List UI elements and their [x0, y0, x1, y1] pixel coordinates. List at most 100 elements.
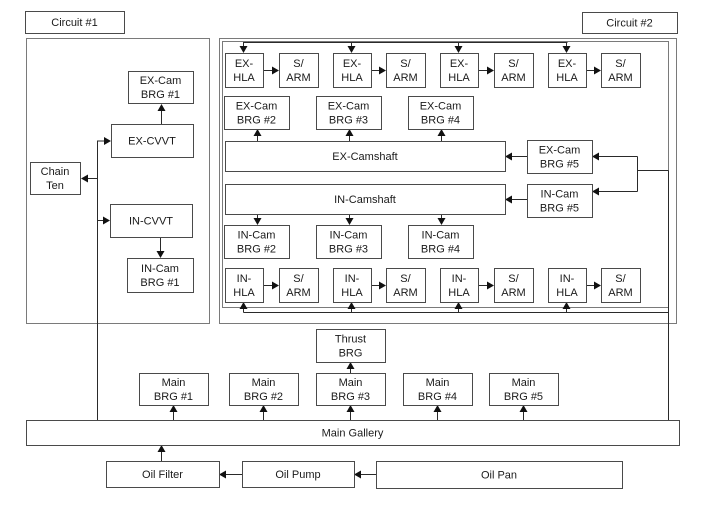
ex-cam-brg-box-rect [408, 96, 474, 130]
circuit2-label-rect [582, 12, 678, 34]
arrow-to-in-cam-brg-icon [437, 218, 446, 225]
in-hla-box-rect [440, 268, 479, 303]
ex-cam-brg5-box-label: BRG #5 [540, 159, 579, 171]
main-brg-box-rect [229, 373, 299, 406]
ex-cam-brg-box-rect [224, 96, 290, 130]
ex-cvvt-box-label: EX-CVVT [128, 136, 176, 148]
main-brg-box-rect [139, 373, 209, 406]
in-cam-brg-box-label: BRG #2 [237, 244, 276, 256]
in-cam-brg1-box-rect [127, 258, 194, 293]
in-hla-box: IN-HLA [333, 268, 372, 303]
in-cam-brg-box-label: IN-Cam [238, 230, 276, 242]
ex-hla-box-rect [225, 53, 264, 88]
arrow-to-ex-hla-icon [562, 46, 571, 53]
thrust-brg-box-rect [316, 329, 386, 363]
in-s-arm-box-rect [601, 268, 641, 303]
main-brg-box-rect [403, 373, 473, 406]
ex-hla-box-rect [440, 53, 479, 88]
ex-camshaft-box-label: EX-Camshaft [332, 151, 397, 163]
in-hla-box-label: IN- [237, 273, 252, 285]
ex-cam-brg1-box-rect [128, 71, 194, 104]
in-s-arm-box-rect [494, 268, 534, 303]
in-hla-box: IN-HLA [225, 268, 264, 303]
ex-hla-distribution-line [243, 42, 568, 47]
ex-cam-brg5-box-label: EX-Cam [539, 145, 581, 157]
in-cam-brg1-box-label: BRG #1 [140, 277, 179, 289]
in-hla-box-label: IN- [560, 273, 575, 285]
in-hla-box-label: IN- [452, 273, 467, 285]
in-cam-brg-box-rect [224, 225, 290, 259]
arrow-to-thrust-brg-icon [346, 362, 355, 369]
arrow-to-in-camshaft-icon [505, 195, 512, 204]
arrow-to-in-s-arm-icon [487, 281, 494, 290]
ex-cam-brg-box-rect [316, 96, 382, 130]
ex-hla-box-label: EX- [450, 58, 469, 70]
arrow-to-oil-filter-icon [219, 470, 226, 479]
oil-pan-box-label: Oil Pan [481, 470, 517, 482]
ex-cam-brg-box-label: EX-Cam [420, 101, 462, 113]
circuit1-label-label: Circuit #1 [51, 17, 97, 29]
ex-hla-box: EX- HLA [333, 53, 372, 88]
in-camshaft-box-rect [225, 184, 506, 215]
ex-cam-brg1-box-label: EX-Cam [140, 75, 182, 87]
ex-hla-box-label: HLA [341, 72, 363, 84]
main-brg-box-label: BRG #1 [154, 391, 193, 403]
arrow-to-ex-camshaft-icon [505, 152, 512, 161]
ex-s-arm-box: S/ARM [494, 53, 534, 88]
ex-cam-brg-box-label: BRG #4 [421, 115, 460, 127]
ex-hla-box-label: EX- [343, 58, 362, 70]
oil-pump-box: Oil Pump [242, 461, 355, 488]
in-cvvt-box: IN-CVVT [110, 204, 193, 238]
in-hla-box: IN-HLA [548, 268, 587, 303]
arrow-to-in-s-arm-icon [379, 281, 386, 290]
arrow-to-ex-cvvt-icon [104, 137, 111, 145]
ex-hla-box-rect [333, 53, 372, 88]
in-cam-brg1-box-label: IN-Cam [141, 263, 179, 275]
ex-s-arm-box-label: ARM [286, 72, 310, 84]
circuit2-outer-frame [219, 38, 677, 324]
oil-pump-box-rect [242, 461, 355, 488]
ex-s-arm-box-label: S/ [615, 58, 626, 70]
ex-cam-brg-box-label: EX-Cam [328, 101, 370, 113]
in-hla-box-label: HLA [448, 287, 470, 299]
arrow-to-main-gallery-icon [157, 445, 166, 452]
in-s-arm-box: S/ARM [386, 268, 426, 303]
arrow-to-in-s-arm-icon [272, 281, 279, 290]
in-s-arm-box-rect [386, 268, 426, 303]
main-brg-box-label: Main [512, 377, 536, 389]
arrow-to-main-brg-icon [259, 405, 268, 412]
main-brg-box-label: BRG #2 [244, 391, 283, 403]
ex-s-arm-box: S/ARM [601, 53, 641, 88]
arrow-to-s-arm-icon [379, 66, 386, 75]
ex-hla-box: EX-HLA [440, 53, 479, 88]
arrow-to-in-cam-brg1-icon [156, 251, 165, 258]
ex-hla-box-rect [548, 53, 587, 88]
chain-ten-box-rect [30, 162, 81, 195]
in-cam-brg-box-label: IN-Cam [422, 230, 460, 242]
arrow-to-ex-cam-brg-icon [253, 129, 262, 136]
in-cam-brg-box-rect [408, 225, 474, 259]
ex-s-arm-box-label: ARM [608, 72, 632, 84]
main-brg-box-label: BRG #5 [504, 391, 543, 403]
in-cam-brg-box-label: BRG #3 [329, 244, 368, 256]
main-brg-box-label: BRG #4 [418, 391, 457, 403]
main-gallery-box-label: Main Gallery [322, 428, 384, 440]
arrow-to-ex-cam-brg1-icon [157, 104, 166, 111]
in-cam-brg-box-label: IN-Cam [330, 230, 368, 242]
in-s-arm-box-label: ARM [608, 287, 632, 299]
arrow-to-s-arm-icon [272, 66, 279, 75]
arrow-to-in-hla-icon [454, 302, 463, 309]
oil-filter-box-label: Oil Filter [142, 469, 183, 481]
ex-cam-brg-box-label: BRG #3 [329, 115, 368, 127]
in-s-arm-box-label: S/ [508, 273, 519, 285]
main-gallery-box-rect [26, 420, 680, 446]
